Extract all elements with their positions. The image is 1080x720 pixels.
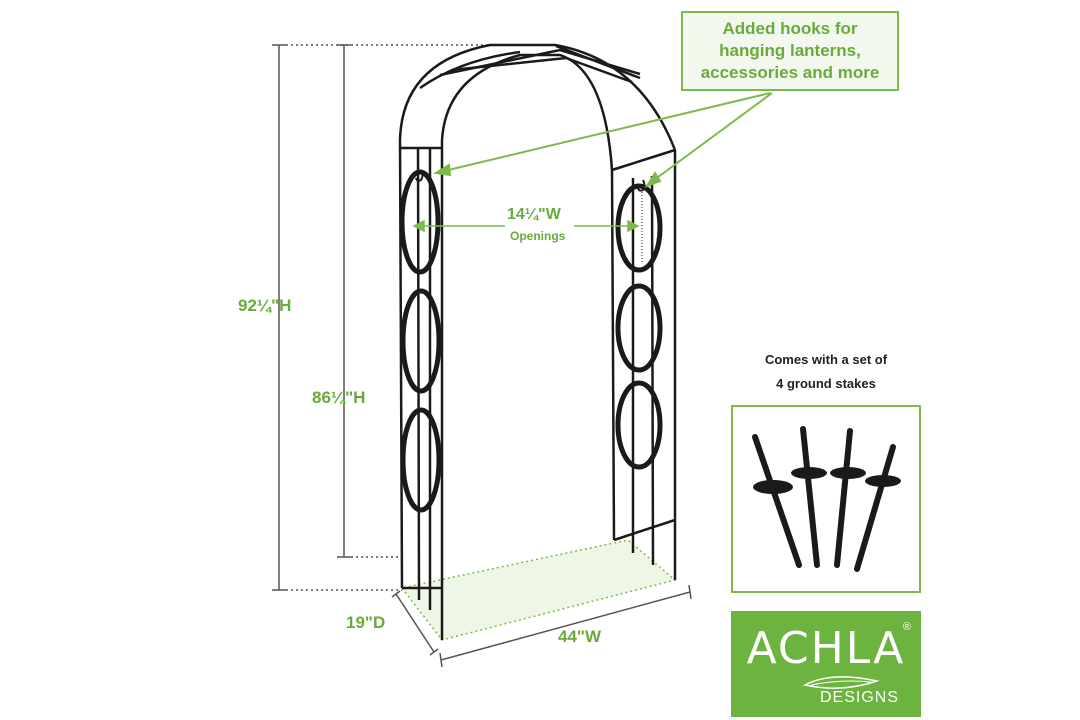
achla-designs-logo: ACHLA ® DESIGNS (731, 611, 921, 717)
logo-wordmark: ACHLA (746, 623, 906, 674)
callout-arrows (433, 92, 773, 188)
ground-stakes-box (731, 405, 921, 593)
opening-width-arrow (412, 219, 640, 233)
total-height-label: 92¼"H (238, 296, 292, 315)
depth-label: 19"D (346, 613, 386, 632)
opening-caption: Openings (510, 229, 566, 243)
hooks-callout: Added hooks for hanging lanterns, access… (681, 11, 899, 91)
inner-height-label: 86¼"H (312, 388, 366, 407)
stakes-title: Comes with a set of 4 ground stakes (732, 348, 920, 396)
leaf-icon (802, 676, 880, 689)
width-label: 44"W (558, 627, 602, 646)
callout-line-1: Added hooks for (722, 19, 858, 38)
stakes-title-line-1: Comes with a set of (764, 352, 888, 367)
opening-width-label: 14¼"W (507, 206, 561, 223)
hook-icon (415, 169, 424, 182)
registered-mark: ® (902, 621, 911, 633)
height-dimension-lines (272, 44, 692, 668)
stakes-title-line-2: 4 ground stakes (776, 376, 876, 391)
side-rings (399, 169, 663, 513)
ground-stakes-image (752, 426, 901, 572)
logo-subtitle: DESIGNS (819, 689, 899, 706)
hook-icon (637, 179, 646, 192)
callout-line-3: accessories and more (700, 63, 880, 82)
callout-line-2: hanging lanterns, (719, 41, 861, 60)
